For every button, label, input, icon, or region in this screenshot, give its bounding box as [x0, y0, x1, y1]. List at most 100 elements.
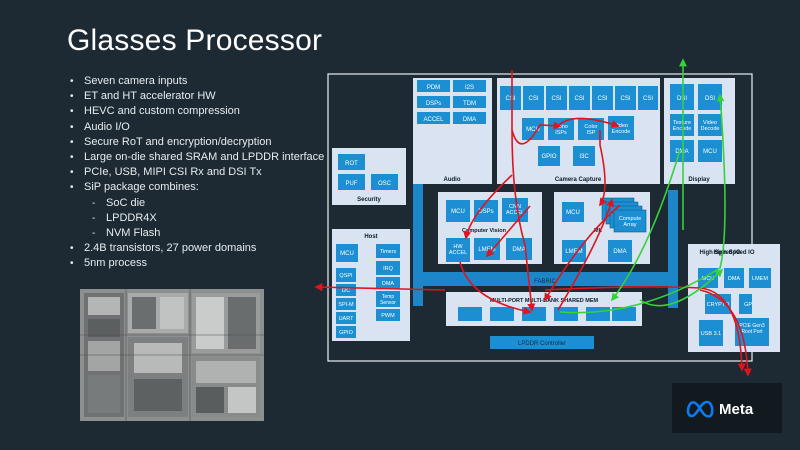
sub-bullet-item: LPDDR4X: [70, 211, 324, 226]
host-qspi: [336, 268, 356, 282]
csi-port-label: CSI: [551, 96, 561, 102]
host-uart-label: UART: [339, 316, 355, 322]
mem-bank: [554, 307, 578, 321]
hsio-title: High Speed IO: [713, 250, 754, 256]
security-block: ROT PUF OSC Security: [332, 148, 406, 205]
fabric-label: FABRIC: [534, 279, 556, 285]
bullet-item: Audio I/O: [70, 120, 324, 135]
audio-cell-i2s-label: I2S: [465, 85, 474, 91]
security-rot: [338, 154, 365, 170]
bullet-item: Secure RoT and encryption/decryption: [70, 135, 324, 150]
hsio-usb: [699, 320, 723, 346]
ml-dma: [608, 240, 632, 262]
host-dma-label: DMA: [382, 281, 395, 287]
csi-port-label: CSI: [597, 96, 607, 102]
csi-port: [523, 86, 544, 110]
audio-cell-tdm-label: TDM: [463, 101, 476, 107]
audio-cell-pdm: [417, 80, 450, 92]
camera-video-encode: [608, 116, 634, 140]
host-spi-m: [336, 298, 356, 310]
host-pwm: [376, 309, 400, 321]
camera-gpio: [538, 146, 560, 166]
csi-port-label: CSI: [505, 96, 515, 102]
audio-cell-pdm-label: PDM: [427, 85, 440, 91]
hsio-usb-label: USB 3.1: [701, 331, 721, 337]
camera-mcu: [522, 118, 544, 140]
cv-mcu-label: MCU: [451, 209, 465, 215]
display-label: Display: [688, 177, 710, 183]
ml-lmem: [562, 240, 586, 262]
feature-bullet-list: Seven camera inputs ET and HT accelerato…: [70, 74, 324, 272]
audio-cell-i2s: [453, 80, 486, 92]
shared-memory-block: MULTI-PORT MULTI-BANK SHARED MEM: [446, 292, 642, 326]
hsio-mcu-label: MCU: [702, 276, 715, 282]
fabric-bus: [413, 272, 678, 286]
host-irq: [376, 261, 400, 275]
red-arrow: [557, 198, 614, 311]
host-timers-label: Timers: [380, 249, 397, 255]
bullet-item: PCIe, USB, MIPI CSI Rx and DSI Tx: [70, 165, 324, 180]
cv-dsps: [474, 200, 498, 222]
ml-mcu-label: MCU: [566, 210, 580, 216]
audio-block: PDM I2S DSPs TDM ACCEL DMA Audio: [413, 78, 492, 184]
green-arrow: [559, 93, 726, 314]
red-arrow: [599, 130, 607, 207]
security-rot-label: ROT: [345, 161, 358, 167]
audio-cell-accel-label: ACCEL: [423, 117, 444, 123]
display-dsi-label: DSI: [677, 96, 687, 102]
host-i2c-label: I2C: [342, 288, 351, 294]
security-osc: [371, 174, 398, 190]
audio-cell-dma-label: DMA: [463, 117, 476, 123]
cv-cnn-accel: [502, 198, 528, 222]
mem-bank: [612, 307, 636, 321]
fabric-bar-right: [668, 190, 678, 308]
ml-label: ML: [594, 228, 603, 234]
bullet-item: HEVC and custom compression: [70, 104, 324, 119]
csi-port-label: CSI: [528, 96, 538, 102]
host-gpio-label: GPIO: [339, 330, 353, 336]
cv-dsps-label: DSPs: [478, 209, 493, 215]
ml-dma-label: DMA: [613, 249, 626, 255]
slide-title: Glasses Processor: [67, 24, 323, 57]
hsio-dma: [724, 268, 744, 288]
host-block: Host MCU Timers QSPI IRQ I2C DMA SPI-M T…: [332, 229, 410, 341]
fabric-bar-left: [413, 178, 423, 306]
lpddr-controller: [490, 336, 594, 349]
meta-logo-text: Meta: [719, 401, 754, 418]
green-data-flow-arrows: [559, 58, 726, 314]
host-qspi-label: QSPI: [339, 273, 353, 279]
sub-bullet-item: NVM Flash: [70, 226, 324, 241]
mem-bank: [458, 307, 482, 321]
bullet-item: SiP package combines:: [70, 180, 324, 195]
mem-bank: [490, 307, 514, 321]
audio-cell-dsps: [417, 96, 450, 108]
red-arrow: [459, 261, 532, 315]
camera-capture-label: Camera Capture: [555, 177, 602, 183]
hsio-crypto: [705, 294, 731, 314]
csi-port: [546, 86, 567, 110]
host-dma: [376, 277, 400, 289]
red-arrow: [463, 174, 513, 240]
ml-mcu: [562, 202, 584, 222]
host-temp-sensor: [376, 291, 400, 307]
display-dma: [670, 140, 694, 162]
sub-bullet-item: SoC die: [70, 196, 324, 211]
display-dma-label: DMA: [675, 149, 688, 155]
hsio-label: High Speed IO: [699, 250, 740, 256]
meta-logo: Meta: [672, 383, 782, 433]
host-mcu: [336, 244, 358, 262]
host-mcu-label: MCU: [340, 251, 354, 257]
chip-outline: [327, 73, 753, 362]
red-arrow: [555, 117, 620, 129]
camera-i3c: [573, 146, 595, 166]
audio-cell-accel: [417, 112, 450, 124]
security-puf: [338, 174, 365, 190]
